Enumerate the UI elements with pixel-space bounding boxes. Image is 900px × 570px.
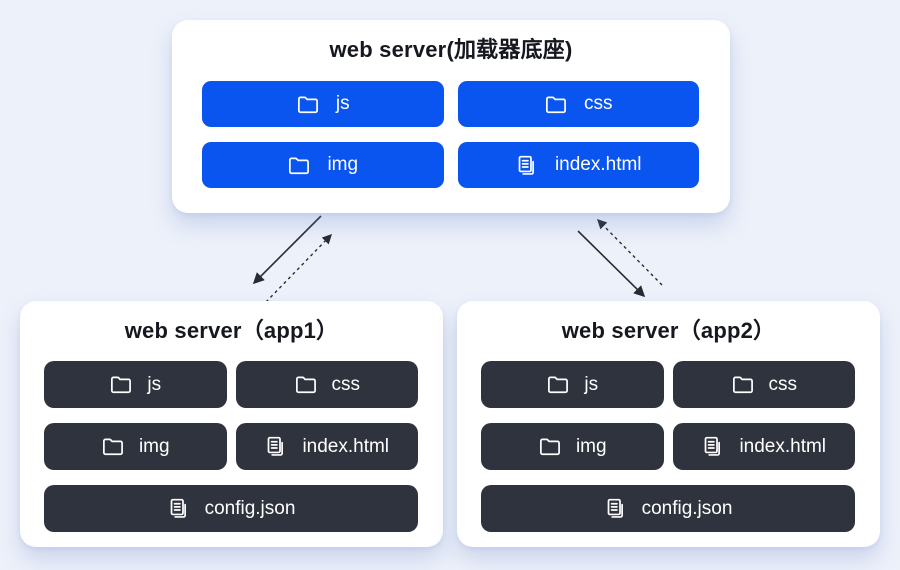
button-label: js	[584, 373, 599, 395]
app1-card: web server（app1） js css img	[20, 301, 443, 547]
app1-index-html-file-button[interactable]: index.html	[235, 423, 418, 470]
arrow-app2-to-loader	[597, 219, 663, 286]
button-label: index.html	[554, 154, 642, 175]
folder-icon	[546, 373, 569, 396]
loader-img-folder-button[interactable]: img	[202, 142, 444, 188]
button-label: index.html	[739, 435, 827, 457]
button-label: img	[138, 435, 170, 457]
folder-icon	[731, 373, 754, 396]
app1-css-folder-button[interactable]: css	[235, 361, 418, 408]
file-icon	[604, 497, 627, 520]
arrow-loader-to-app1	[252, 215, 322, 285]
folder-icon	[544, 93, 567, 116]
app1-img-folder-button[interactable]: img	[44, 423, 227, 470]
loader-button-grid: js css img index.html	[172, 66, 730, 188]
file-icon	[701, 435, 724, 458]
file-icon	[515, 154, 538, 177]
folder-icon	[101, 435, 124, 458]
app2-button-grid: js css img index.html	[457, 348, 880, 532]
app1-js-folder-button[interactable]: js	[44, 361, 227, 408]
button-label: config.json	[204, 497, 296, 519]
folder-icon	[538, 435, 561, 458]
folder-icon	[296, 93, 319, 116]
app1-button-grid: js css img index.html	[20, 348, 443, 532]
button-label: js	[147, 373, 162, 395]
loader-card: web server(加载器底座) js css img	[172, 20, 730, 213]
app2-card-title: web server（app2）	[561, 318, 776, 343]
app2-js-folder-button[interactable]: js	[481, 361, 664, 408]
button-label: img	[327, 154, 359, 175]
folder-icon	[287, 154, 310, 177]
button-label: config.json	[641, 497, 733, 519]
app2-config-json-file-button[interactable]: config.json	[481, 485, 855, 532]
arrow-app1-to-loader	[265, 233, 332, 303]
button-label: css	[331, 373, 361, 395]
button-label: js	[335, 93, 350, 114]
app2-card: web server（app2） js css img	[457, 301, 880, 547]
button-label: css	[768, 373, 798, 395]
loader-css-folder-button[interactable]: css	[457, 81, 699, 127]
app2-img-folder-button[interactable]: img	[481, 423, 664, 470]
loader-index-html-file-button[interactable]: index.html	[457, 142, 699, 188]
button-label: img	[575, 435, 607, 457]
app1-config-json-file-button[interactable]: config.json	[44, 485, 418, 532]
folder-icon	[294, 373, 317, 396]
loader-card-title: web server(加载器底座)	[329, 37, 573, 62]
app2-css-folder-button[interactable]: css	[672, 361, 855, 408]
file-icon	[167, 497, 190, 520]
app1-card-title: web server（app1）	[124, 318, 339, 343]
button-label: css	[584, 93, 613, 114]
file-icon	[264, 435, 287, 458]
folder-icon	[109, 373, 132, 396]
loader-js-folder-button[interactable]: js	[202, 81, 444, 127]
arrow-loader-to-app2	[577, 230, 646, 298]
app2-index-html-file-button[interactable]: index.html	[672, 423, 855, 470]
button-label: index.html	[302, 435, 390, 457]
